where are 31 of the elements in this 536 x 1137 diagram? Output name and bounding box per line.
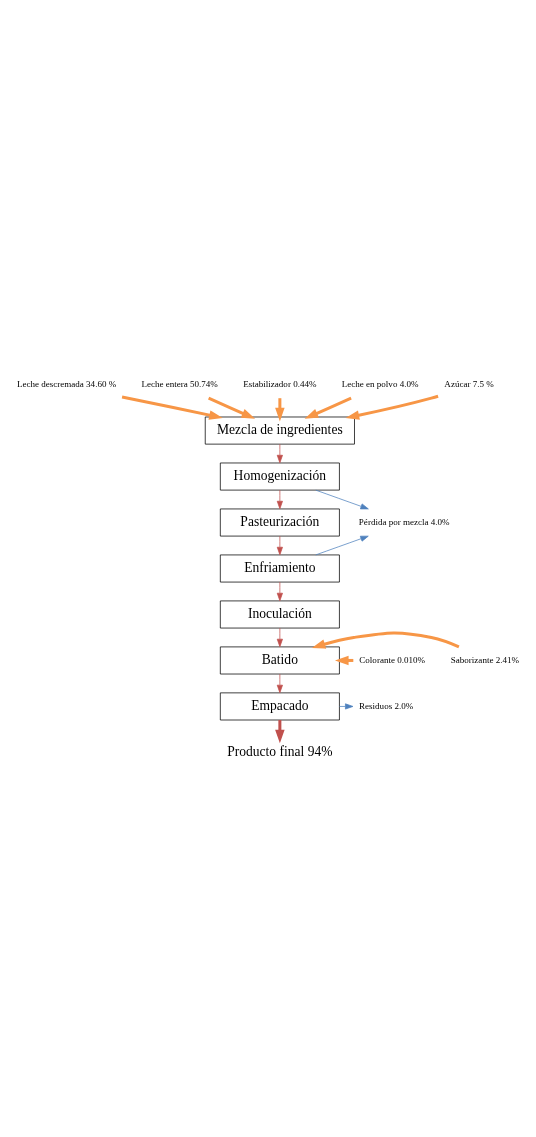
node-text: Saborizante 2.41% [450, 654, 519, 665]
node-box: Pasteurización [219, 508, 340, 537]
arrow [276, 489, 283, 510]
arrow [276, 581, 283, 602]
arrow [311, 631, 460, 649]
node-text: Residuos 2.0% [359, 700, 414, 711]
arrow [275, 398, 285, 422]
node-text: Colorante 0.010% [359, 654, 426, 665]
arrow [339, 703, 354, 710]
node-box: Inoculación [219, 600, 340, 629]
node-text: Producto final 94% [227, 743, 333, 759]
node-text: Leche en polvo 4.0% [341, 378, 419, 389]
arrow [276, 443, 283, 464]
node-box: Enfriamiento [219, 554, 340, 583]
node-text: Azúcar 7.5 % [444, 378, 494, 389]
arrow [121, 395, 223, 420]
node-text: Pérdida por mezcla 4.0% [358, 516, 450, 527]
arrow [276, 535, 283, 556]
node-text: Estabilizador 0.44% [243, 378, 317, 389]
node-box: Mezcla de ingredientes [204, 416, 355, 445]
arrow [304, 396, 352, 419]
arrow [208, 396, 256, 419]
arrow [275, 720, 285, 744]
arrow [345, 394, 439, 420]
node-text: Leche entera 50.74% [141, 378, 218, 389]
arrow [276, 673, 283, 694]
arrow [276, 627, 283, 648]
node-box: Batido [219, 646, 340, 675]
node-text: Leche descremada 34.60 % [16, 378, 117, 389]
node-box: Homogenización [219, 462, 340, 491]
node-box: Empacado [219, 692, 340, 721]
